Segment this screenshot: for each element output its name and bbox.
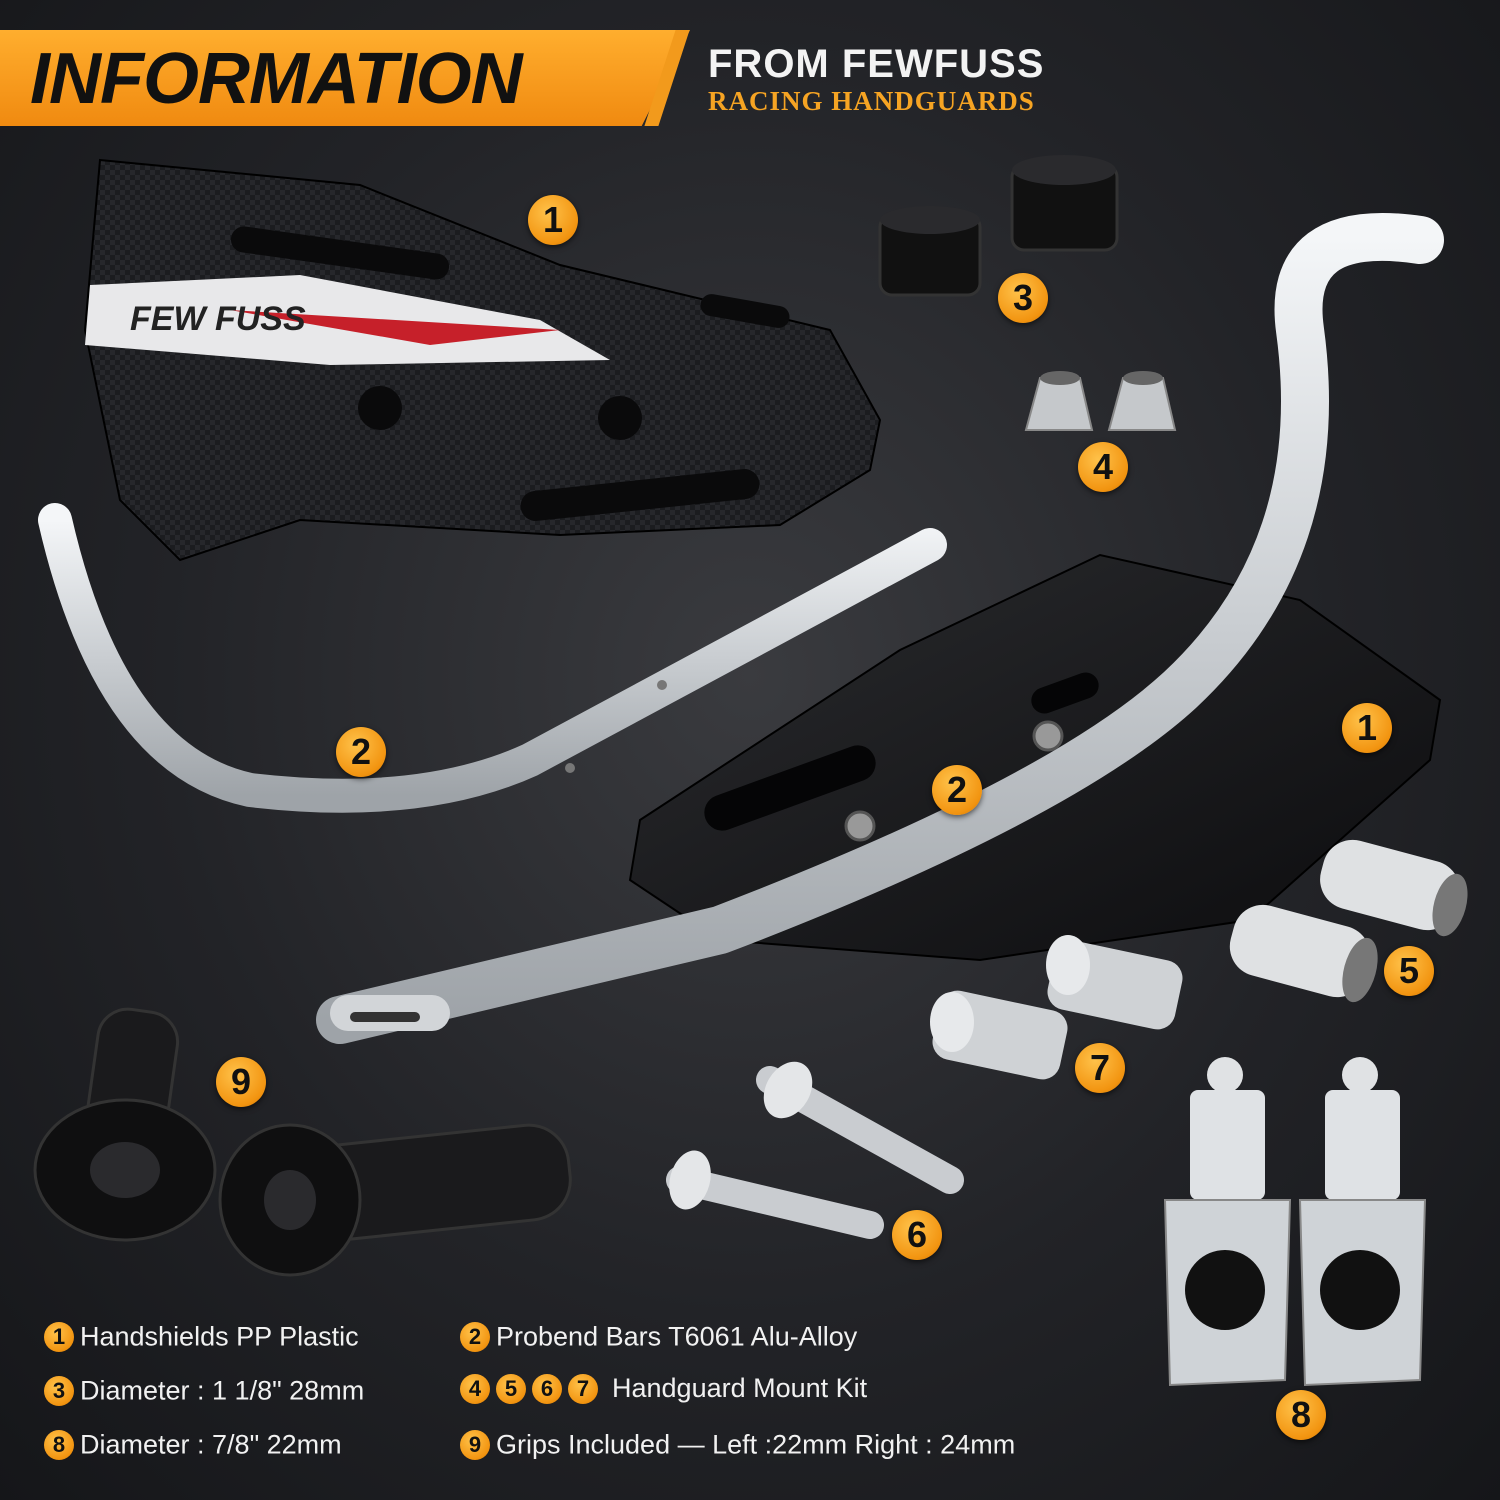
callout-4: 4 xyxy=(1078,442,1128,492)
bushings xyxy=(878,155,1119,297)
callout-8: 8 xyxy=(1276,1390,1326,1440)
handlebar-clamps xyxy=(1163,1057,1427,1387)
handshield-left: FEW FUSS xyxy=(83,158,882,562)
product-subtitle: RACING HANDGUARDS xyxy=(708,86,1035,116)
callout-2-right: 2 xyxy=(932,765,982,815)
probend-bar-right xyxy=(316,212,1444,1044)
callout-2-left: 2 xyxy=(336,727,386,777)
callout-1-right: 1 xyxy=(1342,703,1392,753)
callout-5: 5 xyxy=(1384,946,1434,996)
grips xyxy=(33,1007,572,1277)
bolts xyxy=(666,1061,964,1239)
probend-bar-left xyxy=(38,503,947,813)
cone-nuts xyxy=(1024,371,1177,431)
shield-logo: FEW FUSS xyxy=(130,300,306,338)
callout-3: 3 xyxy=(998,273,1048,323)
callout-6: 6 xyxy=(892,1210,942,1260)
bar-end-plugs xyxy=(930,935,1183,1080)
brand-name: FROM FEWFUSS xyxy=(708,42,1045,86)
callout-9: 9 xyxy=(216,1057,266,1107)
callout-1-top: 1 xyxy=(528,195,578,245)
page-title: INFORMATION xyxy=(30,39,523,119)
spacers xyxy=(1229,839,1468,1003)
callout-7: 7 xyxy=(1075,1043,1125,1093)
title-banner xyxy=(0,30,690,126)
